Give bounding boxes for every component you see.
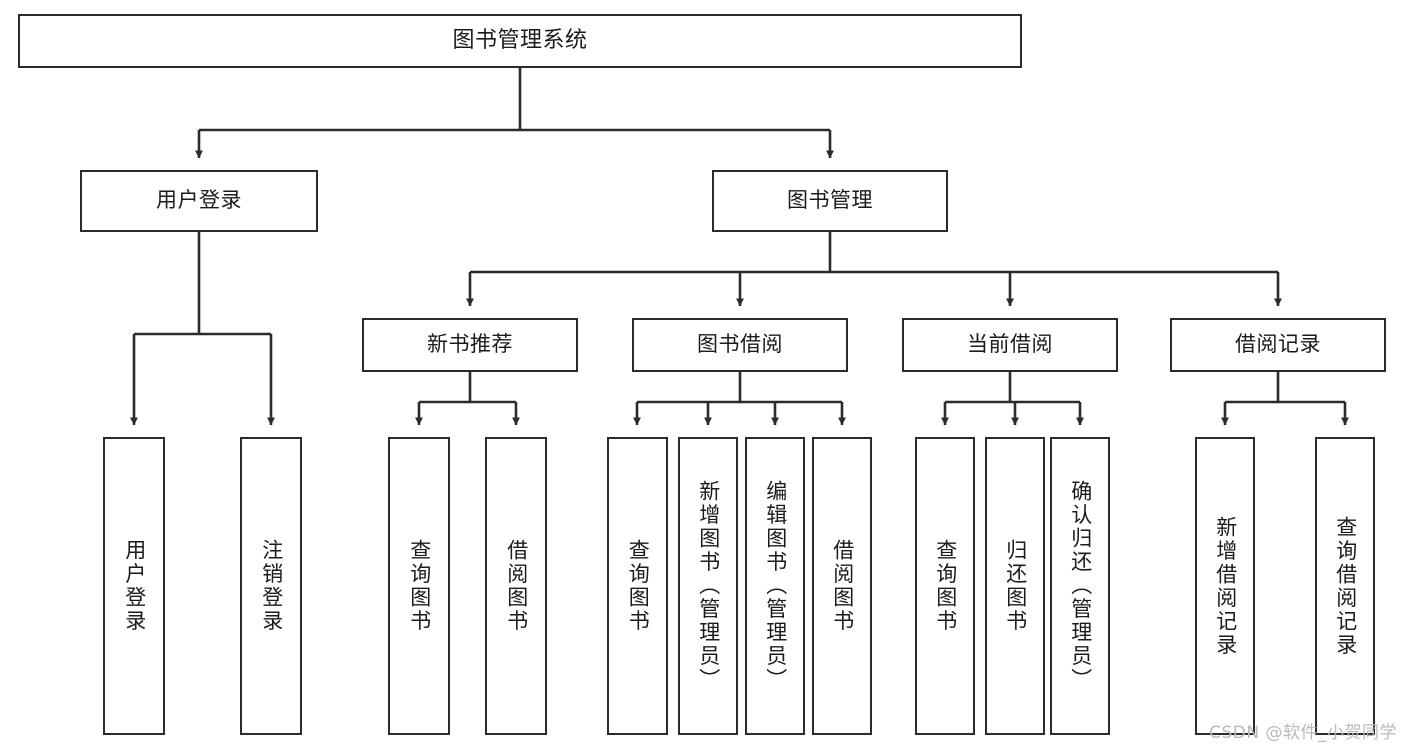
- node-label: 注销登录: [259, 539, 284, 633]
- node-leaf-add-book-admin[interactable]: 新增图书（管理员）: [678, 437, 738, 735]
- node-label: 用户登录: [156, 188, 242, 213]
- node-leaf-edit-book-admin[interactable]: 编辑图书（管理员）: [745, 437, 805, 735]
- node-leaf-query-book-current[interactable]: 查询图书: [915, 437, 975, 735]
- node-label: 新增图书（管理员）: [696, 480, 721, 692]
- node-label: 图书管理系统: [452, 27, 588, 53]
- node-label: 图书管理: [787, 188, 873, 213]
- node-leaf-user-login[interactable]: 用户登录: [103, 437, 165, 735]
- node-label: 借阅图书: [830, 539, 855, 633]
- node-book-management[interactable]: 图书管理: [712, 170, 948, 232]
- node-new-book-recommendation[interactable]: 新书推荐: [362, 318, 578, 372]
- node-root-book-management-system[interactable]: 图书管理系统: [18, 14, 1022, 68]
- node-borrowing-records[interactable]: 借阅记录: [1170, 318, 1386, 372]
- node-label: 确认归还（管理员）: [1068, 480, 1093, 692]
- node-label: 查询图书: [933, 539, 958, 633]
- node-leaf-borrow-book-recommendation[interactable]: 借阅图书: [485, 437, 547, 735]
- node-leaf-query-borrow-record[interactable]: 查询借阅记录: [1315, 437, 1375, 735]
- node-leaf-confirm-return-admin[interactable]: 确认归还（管理员）: [1050, 437, 1110, 735]
- csdn-watermark: CSDN @软件_小贺同学: [1209, 723, 1397, 743]
- node-label: 借阅图书: [504, 539, 529, 633]
- node-label: 图书借阅: [697, 332, 783, 357]
- node-label: 编辑图书（管理员）: [763, 480, 788, 692]
- node-label: 查询图书: [407, 539, 432, 633]
- node-current-borrowing[interactable]: 当前借阅: [902, 318, 1118, 372]
- node-label: 查询图书: [626, 539, 651, 633]
- node-user-login[interactable]: 用户登录: [80, 170, 318, 232]
- node-label: 新增借阅记录: [1213, 515, 1238, 657]
- node-label: 借阅记录: [1235, 332, 1321, 357]
- node-leaf-logout[interactable]: 注销登录: [240, 437, 302, 735]
- node-leaf-return-book[interactable]: 归还图书: [985, 437, 1045, 735]
- node-label: 新书推荐: [427, 332, 513, 357]
- node-label: 当前借阅: [967, 332, 1053, 357]
- node-label: 查询借阅记录: [1333, 515, 1358, 657]
- node-leaf-borrow-book[interactable]: 借阅图书: [812, 437, 872, 735]
- node-leaf-query-book-recommendation[interactable]: 查询图书: [388, 437, 450, 735]
- node-label: 用户登录: [122, 539, 147, 633]
- node-leaf-add-borrow-record[interactable]: 新增借阅记录: [1195, 437, 1255, 735]
- node-leaf-query-book[interactable]: 查询图书: [607, 437, 668, 735]
- node-label: 归还图书: [1003, 539, 1028, 633]
- node-book-borrowing[interactable]: 图书借阅: [632, 318, 848, 372]
